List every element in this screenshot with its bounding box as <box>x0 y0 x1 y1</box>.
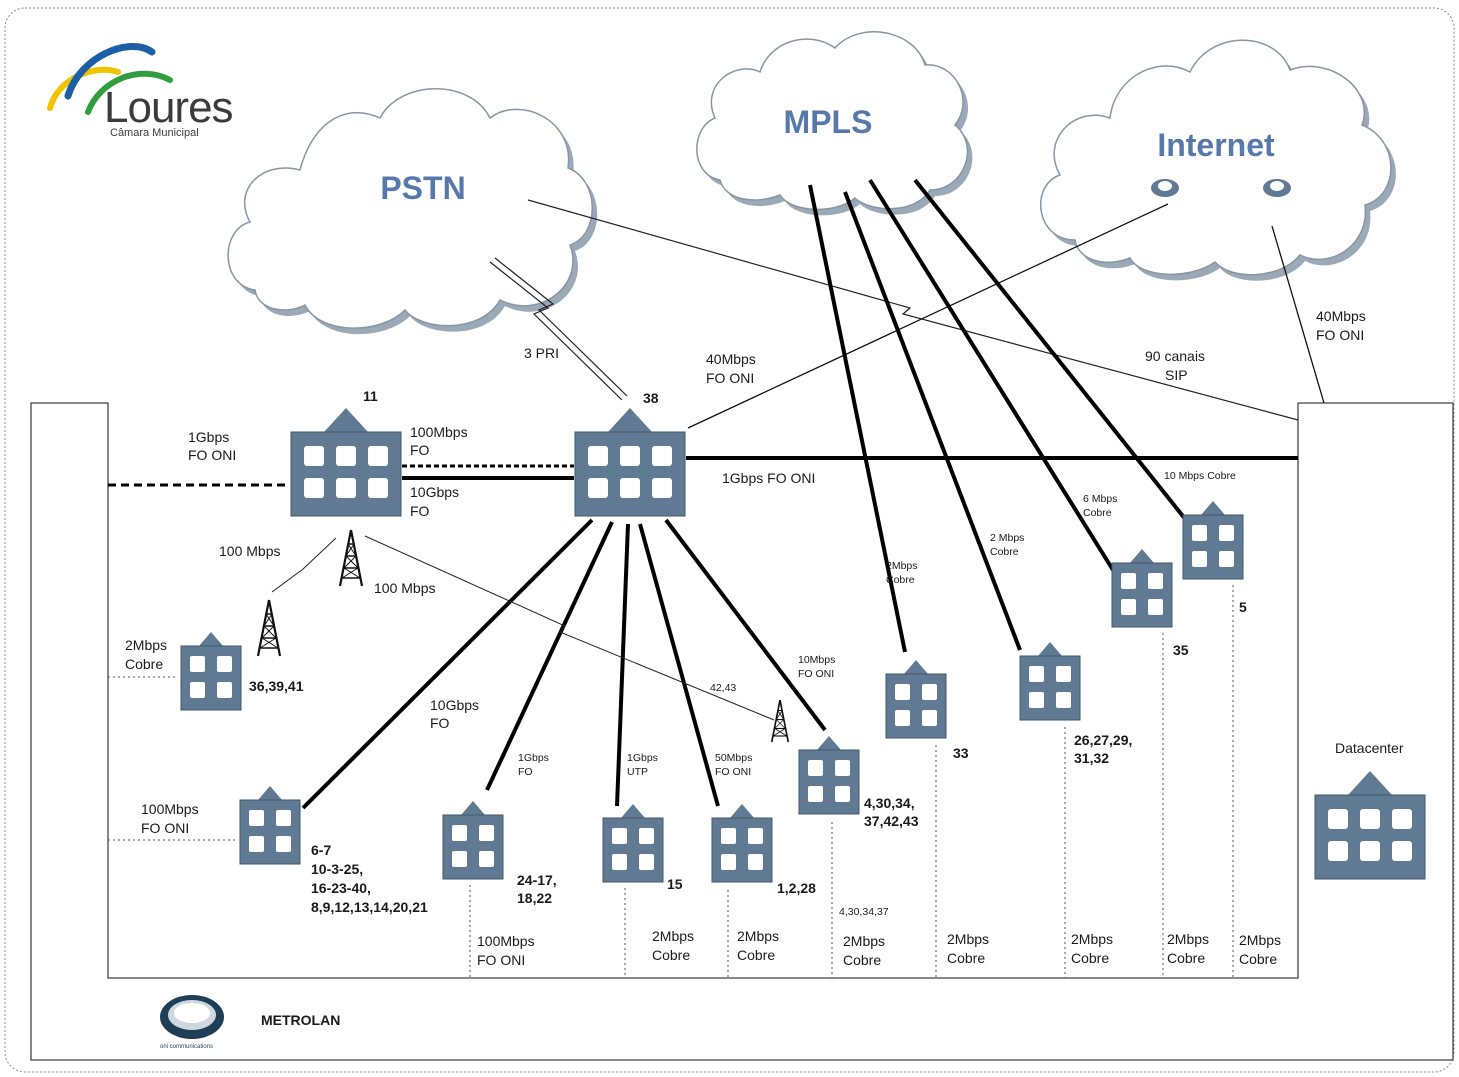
link-label-10m-b5: 10 Mbps Cobre <box>1164 470 1236 482</box>
building-24 <box>442 800 504 880</box>
link-label-2m-left: 2Mbps Cobre <box>125 637 171 672</box>
link-label-pri: 3 PRI <box>524 345 559 361</box>
link-38-b15 <box>615 523 630 807</box>
bottom-label-b33: 2Mbps Cobre <box>947 931 993 966</box>
antenna-tower-icon <box>338 528 364 588</box>
internet-cloud: Internet <box>1039 39 1396 281</box>
metrolan-label: METROLAN <box>261 1012 340 1028</box>
link-label-2m-b33: 2Mbps Cobre <box>886 560 920 586</box>
bottom-label-b35: 2Mbps Cobre <box>1167 931 1213 966</box>
site-label-33: 33 <box>953 745 969 761</box>
mpls-link-26 <box>843 191 1022 651</box>
bottom-label-b26: 2Mbps Cobre <box>1071 931 1117 966</box>
link-label-100m-fo: 100Mbps FO <box>410 424 471 458</box>
link-label-10m: 10Mbps FO ONI <box>798 654 838 680</box>
building-26 <box>1019 641 1081 721</box>
link-label-4243: 42,43 <box>710 682 736 694</box>
site-label-11: 11 <box>363 388 378 404</box>
link-label-2m-b26: 2 Mbps Cobre <box>990 532 1027 558</box>
oni-logo: oni communications <box>160 995 224 1050</box>
pstn-title: PSTN <box>380 170 465 206</box>
outer-frame <box>4 7 1455 1073</box>
mpls-cloud: MPLS <box>696 31 973 216</box>
site-label-26: 26,27,29, 31,32 <box>1074 732 1136 766</box>
pstn-pri-link <box>489 257 628 401</box>
site-label-15: 15 <box>667 876 683 892</box>
link-label-fo40: 40Mbps FO ONI <box>706 351 760 386</box>
site-label-datacenter: Datacenter <box>1335 740 1404 756</box>
internet-datacenter-link <box>1271 225 1325 404</box>
wireless-link-36 <box>271 537 337 593</box>
metrolan-frame <box>30 402 1454 1061</box>
building-5 <box>1182 500 1244 580</box>
building-6 <box>239 785 301 865</box>
site-label-38: 38 <box>643 390 659 406</box>
mpls-link-33 <box>808 184 907 653</box>
bottom-label-b1: 2Mbps Cobre <box>737 928 783 963</box>
link-label-10g-fo: 10Gbps FO <box>410 484 463 519</box>
drop-lines <box>108 585 1234 978</box>
building-datacenter <box>1314 770 1426 880</box>
link-label-10g-b6: 10Gbps FO <box>430 697 483 731</box>
wireless-link-4243 <box>364 535 775 721</box>
link-label-43037: 4,30,34,37 <box>839 906 889 918</box>
link-label-50m: 50Mbps FO ONI <box>715 752 755 778</box>
pstn-cloud: PSTN <box>227 88 598 335</box>
site-label-4: 4,30,34, 37,42,43 <box>864 795 919 829</box>
bottom-label-b15: 2Mbps Cobre <box>652 928 698 963</box>
internet-title: Internet <box>1157 127 1275 163</box>
link-label-1g-fo-oni: 1Gbps FO ONI <box>722 470 815 486</box>
router-icon <box>1263 179 1291 197</box>
site-label-36: 36,39,41 <box>249 678 304 694</box>
internet-fo-link <box>687 203 1169 429</box>
bottom-label-b24: 100Mbps FO ONI <box>477 933 538 968</box>
router-icon <box>1151 179 1179 197</box>
logo-subtitle: Câmara Municipal <box>110 127 199 139</box>
building-36 <box>180 631 242 711</box>
building-4 <box>798 735 860 815</box>
building-33 <box>885 659 947 739</box>
mpls-link-35 <box>868 178 1120 580</box>
site-label-24: 24-17, 18,22 <box>517 872 561 906</box>
building-35 <box>1111 548 1173 628</box>
bottom-label-b4: 2Mbps Cobre <box>843 933 889 968</box>
link-label-100m-oni-left: 100Mbps FO ONI <box>141 801 202 836</box>
antenna-tower-icon <box>256 598 282 658</box>
mpls-link-5 <box>913 178 1188 522</box>
link-label-6m-b35: 6 Mbps Cobre <box>1083 493 1120 519</box>
site-label-35: 35 <box>1173 642 1189 658</box>
mpls-title: MPLS <box>784 104 873 140</box>
link-38-b24 <box>485 521 614 791</box>
loures-logo: Loures Câmara Municipal <box>47 43 234 139</box>
link-38-b6 <box>301 518 594 810</box>
antenna-tower-icon <box>770 699 790 743</box>
link-38-b4 <box>664 518 827 732</box>
site-label-1: 1,2,28 <box>777 880 816 896</box>
site-label-5: 5 <box>1239 599 1247 615</box>
link-label-1g-utp: 1Gbps UTP <box>627 752 661 778</box>
oni-caption: oni communications <box>160 1044 213 1050</box>
link-label-inet40: 40Mbps FO ONI <box>1316 308 1370 343</box>
link-label-100m-a: 100 Mbps <box>219 543 280 559</box>
link-38-b1 <box>638 523 720 807</box>
site-label-6: 6-7 10-3-25, 16-23-40, 8,9,12,13,14,20,2… <box>311 842 428 915</box>
link-label-1g-fo-small: 1Gbps FO <box>518 752 552 778</box>
link-label-sip: 90 canais SIP <box>1145 348 1209 383</box>
sip-link <box>527 199 1299 421</box>
bottom-label-b5: 2Mbps Cobre <box>1239 932 1285 967</box>
building-11 <box>290 407 402 517</box>
building-38 <box>574 407 686 517</box>
building-15 <box>602 803 664 883</box>
building-1 <box>711 803 773 883</box>
link-label-100m-b: 100 Mbps <box>374 580 435 596</box>
logo-name: Loures <box>104 83 233 132</box>
link-label-1g-left: 1Gbps FO ONI <box>188 429 236 463</box>
